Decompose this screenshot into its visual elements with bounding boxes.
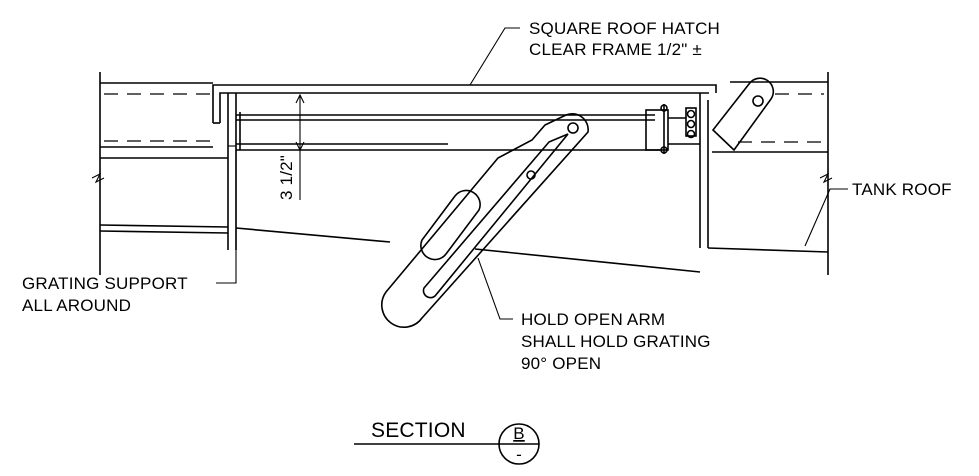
arm-callout-line2: SHALL HOLD GRATING [521,332,711,351]
section-marker: SECTION B - [354,419,540,465]
roof-slope-lines [99,224,701,273]
callout-text: SQUARE ROOF HATCH CLEAR FRAME 1/2" ± TAN… [22,19,952,373]
hatch-cover [212,84,717,250]
section-letter: B [513,424,525,443]
right-curb-hinge [645,77,775,248]
grating-callout-line1: GRATING SUPPORT [22,274,188,293]
hatch-callout-line1: SQUARE ROOF HATCH [529,19,720,38]
arm-callout-line3: 90° OPEN [521,354,601,373]
leader-lines [216,27,848,320]
arm-callout-line1: HOLD OPEN ARM [521,310,665,329]
section-sheet: - [516,445,522,464]
tank-roof-callout: TANK ROOF [852,180,952,199]
hold-open-arm [381,112,589,328]
section-title: SECTION [371,419,466,442]
right-roof-structure [707,72,833,275]
grating-callout-line2: ALL AROUND [22,296,131,315]
hatch-callout-line2: CLEAR FRAME 1/2" ± [529,40,702,59]
height-dimension: 3 1/2" [277,93,305,200]
height-dimension-label: 3 1/2" [277,155,296,200]
left-roof-structure [91,72,228,275]
